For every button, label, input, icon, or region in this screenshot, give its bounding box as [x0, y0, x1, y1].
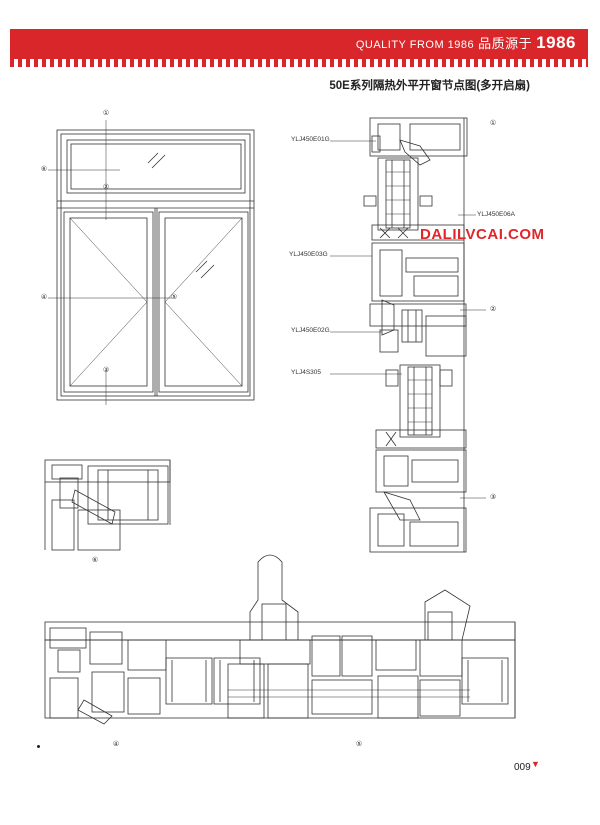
node-marker-4: ④ [40, 294, 48, 301]
watermark: DALILVCAI.COM [420, 226, 545, 243]
node-marker-5: ⑤ [170, 294, 178, 301]
section-marker-2: ② [489, 306, 497, 313]
section-marker-1: ① [489, 120, 497, 127]
part-code-03g: YLJ450E03G [289, 251, 328, 258]
page-title: 50E系列隔热外平开窗节点图(多开启扇) [329, 80, 530, 92]
section-marker-6: ⑥ [91, 557, 99, 564]
node-marker-2: ② [102, 184, 110, 191]
node-marker-1: ① [102, 110, 110, 117]
cn-slogan: 品质源于 [478, 36, 533, 51]
page-arrow-icon: ▼ [531, 759, 540, 769]
section-marker-5: ⑤ [355, 741, 363, 748]
page-number: 009 [514, 762, 531, 773]
quality-text: QUALITY FROM 1986 [355, 39, 475, 51]
part-code-s305: YLJ4S305 [291, 369, 321, 376]
node-marker-3: ③ [102, 367, 110, 374]
detail-6 [44, 459, 171, 551]
window-elevation [48, 120, 255, 405]
section-marker-4: ④ [112, 741, 120, 748]
node-marker-6: ⑥ [40, 166, 48, 173]
part-code-02g: YLJ450E02G [291, 327, 330, 334]
section-marker-3: ③ [489, 494, 497, 501]
banner-border [10, 59, 588, 67]
part-code-06a: YLJ450E06A [477, 211, 515, 218]
part-code-01g: YLJ450E01G [291, 136, 330, 143]
vertical-section [363, 117, 468, 553]
page-dot [37, 745, 40, 748]
horizontal-section [44, 554, 516, 725]
year-text: 1986 [536, 33, 576, 52]
